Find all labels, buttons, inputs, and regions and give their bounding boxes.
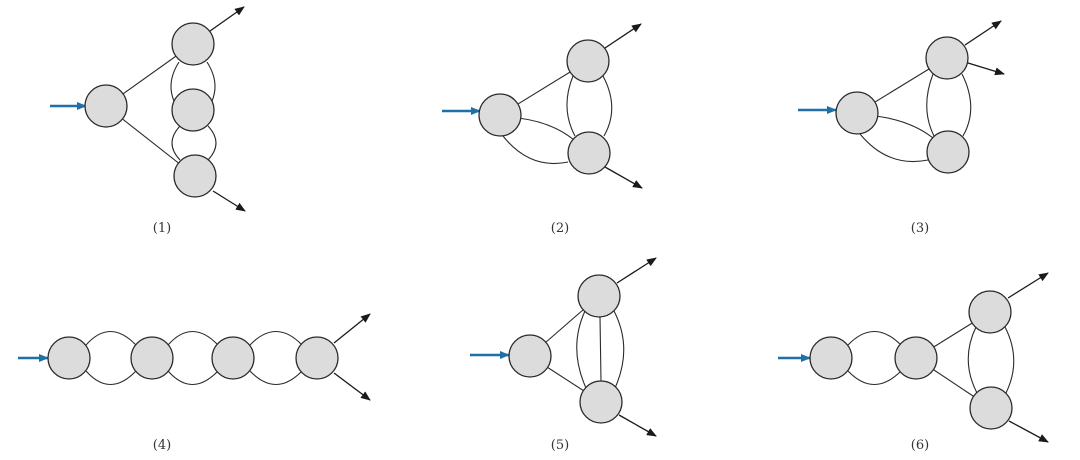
propagator-loop	[249, 331, 303, 346]
edge	[599, 316, 602, 382]
propagator-loop	[249, 370, 303, 385]
vertex-node	[809, 336, 853, 380]
output-arrow	[967, 62, 1005, 76]
vertex-node	[567, 131, 611, 175]
propagator-loop	[167, 370, 219, 385]
vertex-node	[577, 274, 621, 318]
diagram-5: (5)	[470, 257, 657, 453]
vertex-node	[211, 336, 255, 380]
propagator-loop	[171, 125, 181, 161]
vertex-node	[926, 130, 970, 174]
output-arrow	[618, 414, 657, 437]
vertex-node	[894, 336, 938, 380]
vertex-node	[969, 386, 1013, 430]
propagator-loop	[847, 370, 902, 385]
propagator-loop	[874, 115, 934, 139]
propagator-loop	[566, 75, 576, 137]
vertex-node	[566, 39, 610, 83]
diagram-2: (2)	[442, 23, 643, 236]
diagram-4: (4)	[18, 313, 371, 453]
propagator-loop	[85, 370, 137, 385]
diagram-1: (1)	[50, 6, 246, 236]
propagator-loop	[613, 310, 625, 389]
propagator-loop	[602, 75, 613, 137]
vertex-node	[968, 290, 1012, 334]
vertex-node	[47, 336, 91, 380]
vertex-node	[295, 336, 339, 380]
diagram-6: (6)	[778, 272, 1049, 453]
diagram-3: (3)	[798, 20, 1005, 236]
diagram-label: (1)	[153, 221, 171, 236]
propagator-loop	[926, 73, 935, 137]
diagram-label: (2)	[551, 221, 569, 236]
output-arrow	[616, 257, 657, 284]
vertex-node	[508, 334, 552, 378]
output-arrow	[964, 20, 1002, 46]
vertex-node	[925, 36, 969, 80]
diagram-label: (4)	[153, 438, 171, 453]
propagator-loop	[517, 117, 575, 141]
propagator-loop	[167, 331, 219, 346]
vertex-node	[579, 380, 623, 424]
vertex-node	[171, 22, 215, 66]
output-arrow	[1007, 272, 1049, 299]
propagator-loop	[207, 125, 217, 161]
output-arrow	[1008, 420, 1049, 443]
output-arrow	[333, 372, 371, 401]
output-arrow	[604, 166, 643, 189]
vertex-node	[835, 91, 879, 135]
vertex-node	[84, 84, 128, 128]
propagator-loop	[859, 133, 929, 163]
vertex-node	[171, 88, 215, 132]
output-arrow	[209, 6, 245, 32]
diagram-label: (5)	[551, 438, 569, 453]
propagator-loop	[967, 326, 978, 394]
propagator-loop	[502, 135, 569, 165]
propagator-loop	[85, 331, 137, 346]
vertex-node	[130, 336, 174, 380]
output-arrow	[604, 23, 642, 49]
propagator-loop	[961, 73, 972, 137]
output-arrow	[212, 190, 246, 212]
vertex-node	[173, 154, 217, 198]
diagram-label: (6)	[911, 438, 929, 453]
vertex-node	[478, 93, 522, 137]
diagram-label: (3)	[911, 221, 929, 236]
propagator-loop	[1004, 326, 1015, 394]
propagator-loop	[847, 331, 902, 346]
propagator-loop	[576, 310, 587, 389]
output-arrow	[333, 313, 371, 344]
